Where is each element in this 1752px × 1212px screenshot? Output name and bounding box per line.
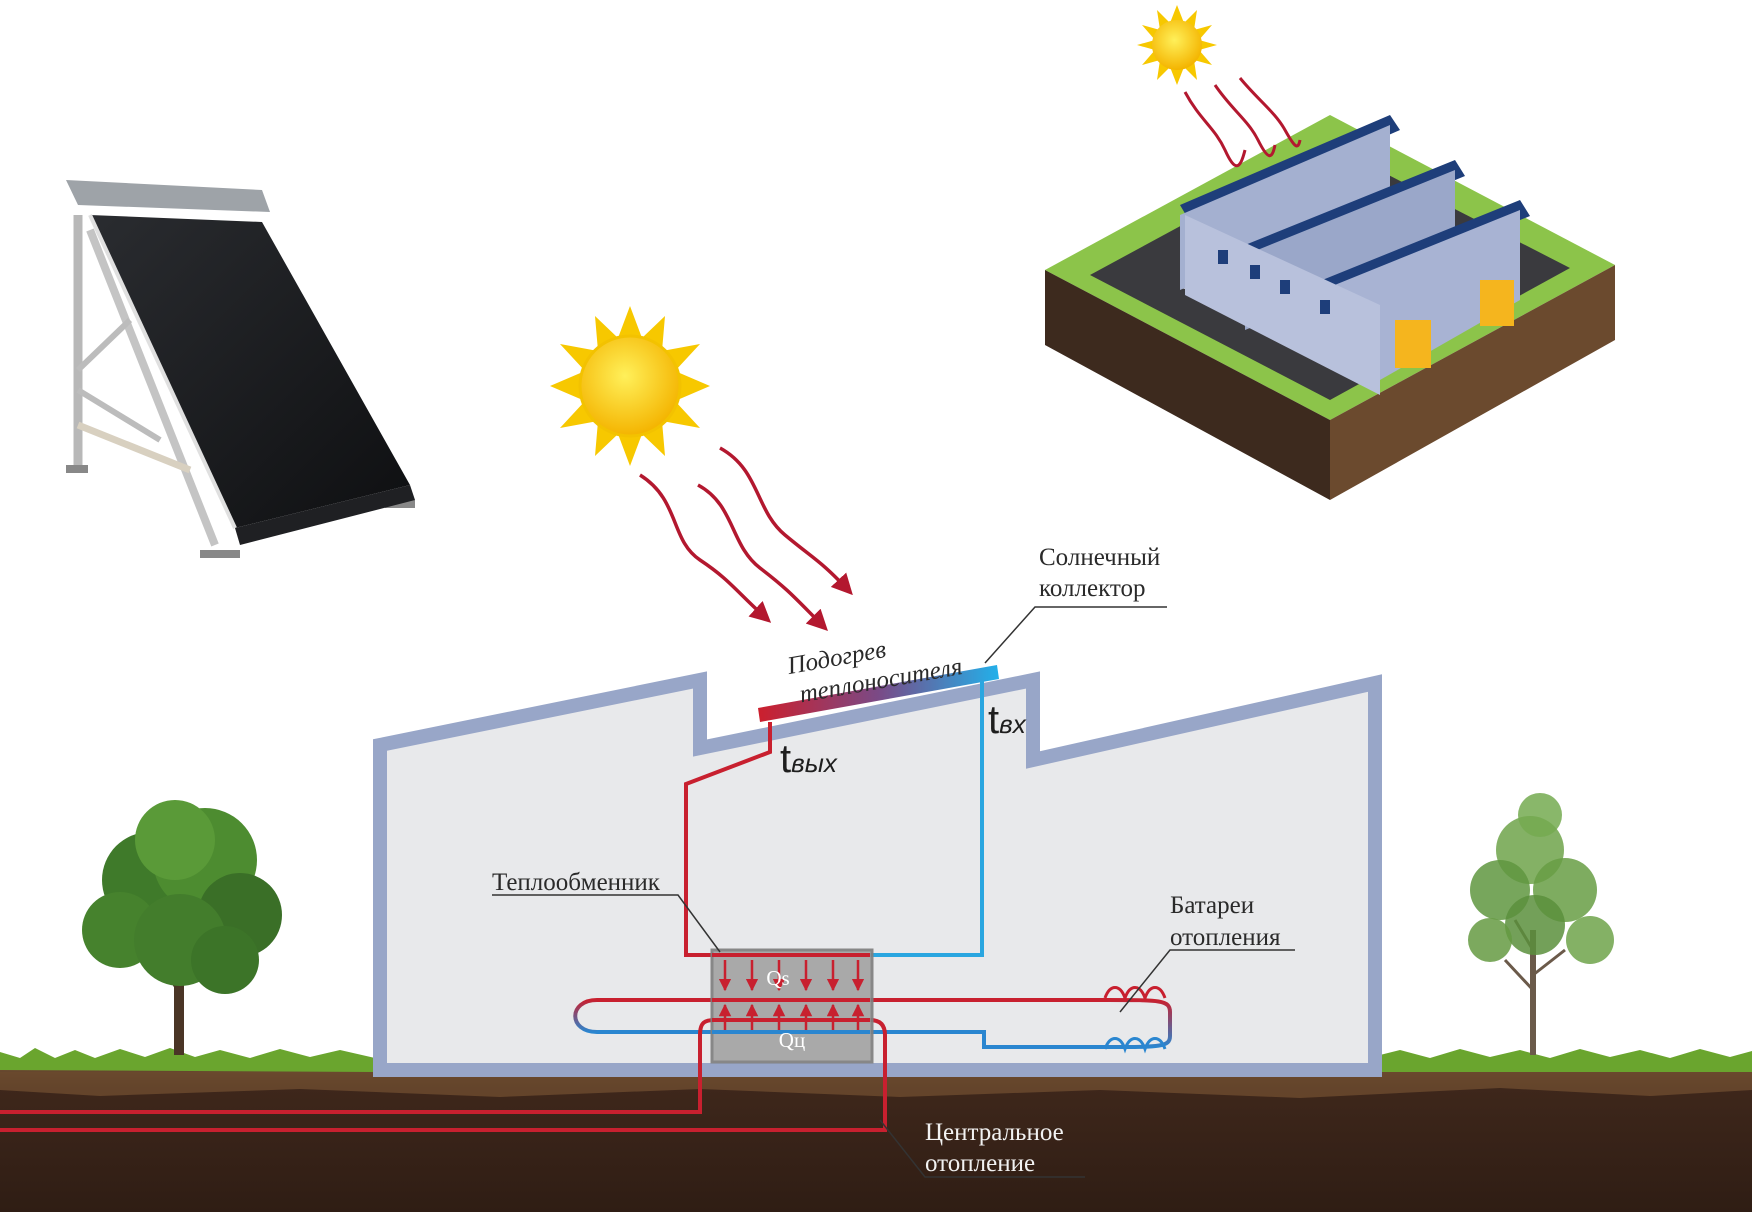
- sun-icon: [550, 306, 710, 466]
- sun-rays: [1183, 77, 1302, 168]
- solar-loop-cold-pipe: [870, 681, 984, 957]
- sun-icon: [1137, 5, 1217, 85]
- heat-exchanger: [710, 948, 874, 1064]
- solar-collector-label-line2: коллектор: [1039, 575, 1146, 602]
- solar-loop-hot-pipe: [684, 722, 772, 957]
- grass-left: [0, 1048, 375, 1072]
- radiators-label-line1: Батареи: [1170, 892, 1254, 919]
- radiators-label-line2: отопления: [1170, 924, 1281, 951]
- sun-heat-rays: [639, 446, 853, 631]
- isometric-building-icon: [1045, 115, 1615, 500]
- radiator-coil: [1103, 986, 1167, 1054]
- q-solar-label: Qs: [766, 966, 789, 990]
- t-in-label: tвх: [988, 698, 1027, 742]
- heat-flow-arrows-up: [718, 1003, 865, 1030]
- heat-flow-arrows-down: [718, 960, 865, 992]
- central-heating-label-line2: отопление: [925, 1150, 1035, 1177]
- tree-icon: [1468, 793, 1614, 1055]
- leader-lines: [492, 606, 1295, 1178]
- ground: [0, 1048, 1752, 1212]
- building-section: [373, 671, 1382, 1077]
- tree-icon: [82, 800, 282, 1055]
- solar-collector-bar: [758, 665, 999, 722]
- central-heating-label-line1: Центральное: [925, 1119, 1064, 1146]
- q-central-label: Qц: [779, 1028, 805, 1052]
- solar-panel-icon: [66, 180, 415, 558]
- grass-right: [1372, 1049, 1752, 1072]
- heat-exchanger-label: Теплообменник: [492, 869, 661, 896]
- t-out-label: tвых: [780, 737, 838, 781]
- solar-collector-label-line1: Солнечный: [1039, 544, 1160, 571]
